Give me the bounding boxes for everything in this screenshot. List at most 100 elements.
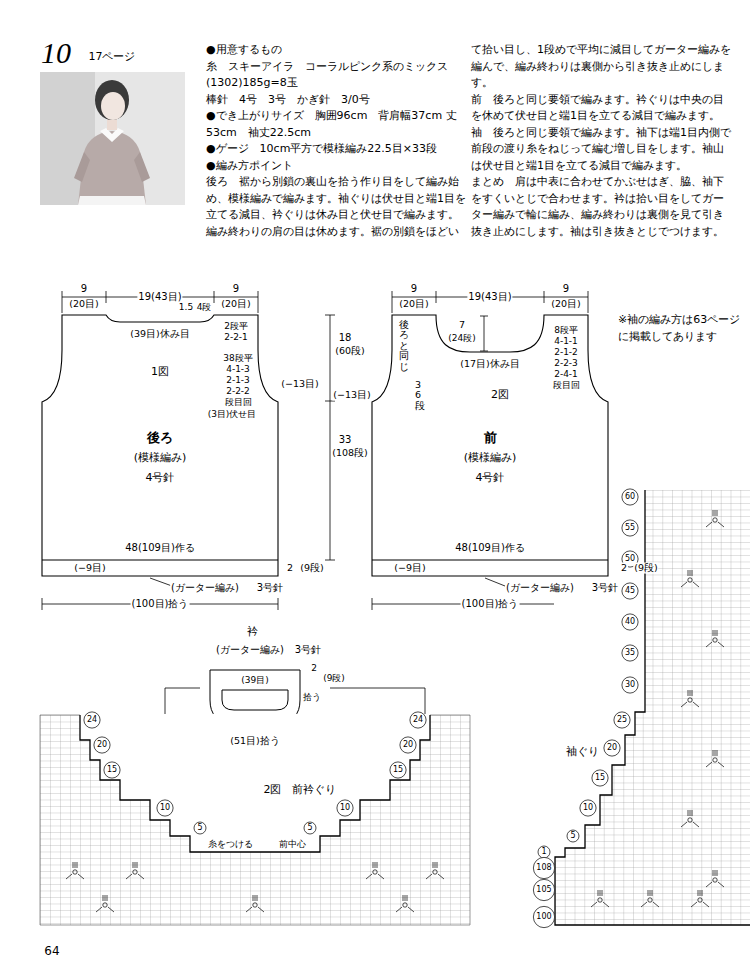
- row-number-circles-part: [410, 712, 426, 728]
- model-photo-part: [78, 196, 146, 205]
- row-number: 24: [412, 715, 424, 724]
- stitch-symbols-part: [433, 870, 437, 874]
- row-number: 10: [339, 803, 351, 812]
- row-number: 15: [106, 765, 118, 774]
- stitch-symbols-part: [253, 903, 257, 907]
- neckline-chart-part: [80, 714, 430, 852]
- dimension-label: (9段): [633, 563, 658, 574]
- row-number: 5: [196, 823, 203, 832]
- stitch-symbols-part: [706, 510, 724, 527]
- stitch-symbols-part: [713, 518, 717, 522]
- dimension-label: (9段): [322, 673, 346, 683]
- dimension-label: (20目): [68, 299, 100, 310]
- dimension-label: 4-1-3: [225, 364, 251, 374]
- stitch-symbols-part: [688, 578, 692, 582]
- dimension-label: 衿: [246, 626, 259, 639]
- instruction-text: 前 後ろと同じ要領で編みます。衿ぐりは中央の目を休めて伏せ目と端1目を立てる減目…: [470, 92, 734, 125]
- piece-label: (模様編み): [464, 452, 517, 465]
- row-number-circles-part: [614, 712, 630, 728]
- dimension-lines-part: [480, 316, 488, 351]
- row-number-circles-part: [622, 614, 638, 630]
- row-number-circles-part: [304, 822, 316, 834]
- dimension-label: 9: [562, 283, 570, 295]
- stitch-symbols-part: [246, 895, 264, 912]
- row-number-circles-part: [567, 830, 579, 842]
- dimension-label: 3号針: [591, 582, 619, 594]
- row-number-circles-part: [622, 677, 638, 693]
- stitch-symbols-part: [648, 898, 652, 902]
- row-number-circles-part: [622, 583, 638, 599]
- vertical-note: 後ろと同じ: [399, 320, 409, 372]
- dimension-lines-part: [62, 291, 258, 313]
- note-text: ※袖の編み方は63ページに掲載してあります: [617, 312, 749, 345]
- stitch-symbols-part: [713, 638, 717, 642]
- dimension-lines-part: [392, 291, 588, 313]
- row-number: 5: [569, 831, 576, 840]
- dimension-label: 段目回: [224, 397, 253, 407]
- row-number: 100: [535, 912, 552, 921]
- stitch-symbols-part: [598, 898, 602, 902]
- stitch-symbols-part: [681, 570, 699, 587]
- dimension-label: (9段): [299, 563, 324, 574]
- row-number-circles-part: [94, 737, 110, 753]
- model-photo: [40, 72, 185, 205]
- dimension-label: (3目)伏せ目: [207, 409, 258, 419]
- row-number: 30: [624, 680, 636, 689]
- dimension-label: 2-2-3: [553, 358, 579, 368]
- dimension-label: (20目): [550, 299, 582, 310]
- row-number-circles-part: [390, 762, 406, 778]
- dimension-label: (39目)休み目: [129, 329, 191, 340]
- piece-label: (模様編み): [134, 452, 187, 465]
- row-number-circles-part: [400, 737, 416, 753]
- dimension-label: (39目): [240, 675, 269, 685]
- stitch-symbols-part: [691, 890, 709, 907]
- dimension-label: (24段): [447, 333, 476, 343]
- dimension-label: 33: [338, 434, 353, 446]
- dimension-label: (−9目): [393, 563, 426, 574]
- instruction-text: まとめ 肩は中表に合わせてかぶせはぎ、脇、袖下をすくいとじで合わせます。衿は拾い…: [470, 174, 734, 240]
- row-number-circles-part: [104, 762, 120, 778]
- row-number: 10: [159, 803, 171, 812]
- stitch-symbols-part: [403, 903, 407, 907]
- stitch-symbols-part: [103, 903, 107, 907]
- piece-label: 前: [484, 431, 497, 446]
- model-photo-part: [78, 131, 146, 205]
- stitch-symbols-part: [713, 878, 717, 882]
- dimension-label: (108段): [331, 448, 369, 459]
- model-photo-part: [100, 128, 124, 142]
- row-number-circles-part: [84, 712, 100, 728]
- stitch-symbols-part: [396, 895, 414, 912]
- dimension-label: 19(43目): [467, 291, 512, 303]
- dimension-label: 17ページ: [88, 51, 137, 64]
- collar-piece-part: [222, 690, 288, 710]
- vertical-note: 36段: [415, 380, 425, 411]
- stitch-symbols-part: [591, 890, 609, 907]
- dimension-label: 3号針: [294, 644, 322, 656]
- instruction-text: ●ゲージ 10cm平方で模様編み22.5目×33段: [205, 141, 469, 158]
- dimension-label: 2: [310, 663, 318, 673]
- dimension-label: (100目)拾う: [131, 598, 190, 610]
- row-number-circles-part: [533, 906, 554, 927]
- dimension-label: 19(43目): [137, 291, 182, 303]
- instruction-text: ●用意するもの: [205, 42, 469, 59]
- dimension-label: (60段): [334, 346, 366, 357]
- dimension-label: 2-1-3: [225, 375, 251, 385]
- dimension-label: (20目): [220, 299, 252, 310]
- row-number: 55: [624, 523, 636, 532]
- dimension-label: (ガーター編み): [215, 644, 285, 656]
- piece-label: 4号針: [476, 472, 505, 485]
- garment-piece: 1図後ろ(模様編み)4号針: [38, 310, 284, 580]
- row-number-circles-part: [533, 857, 554, 878]
- dimension-label: 4-1-1: [553, 336, 579, 346]
- stitch-symbols-part: [698, 898, 702, 902]
- dimension-label: 段目回: [552, 380, 581, 390]
- dimension-label: 9: [410, 283, 418, 295]
- piece-outline-path: [372, 315, 608, 576]
- piece-outline-path: [42, 315, 278, 576]
- neckline-chart: [40, 714, 470, 925]
- stitch-symbols-part: [133, 870, 137, 874]
- stitch-symbols-part: [66, 862, 84, 879]
- pattern-number: 10: [40, 36, 72, 69]
- dimension-label: 3号針: [256, 582, 284, 594]
